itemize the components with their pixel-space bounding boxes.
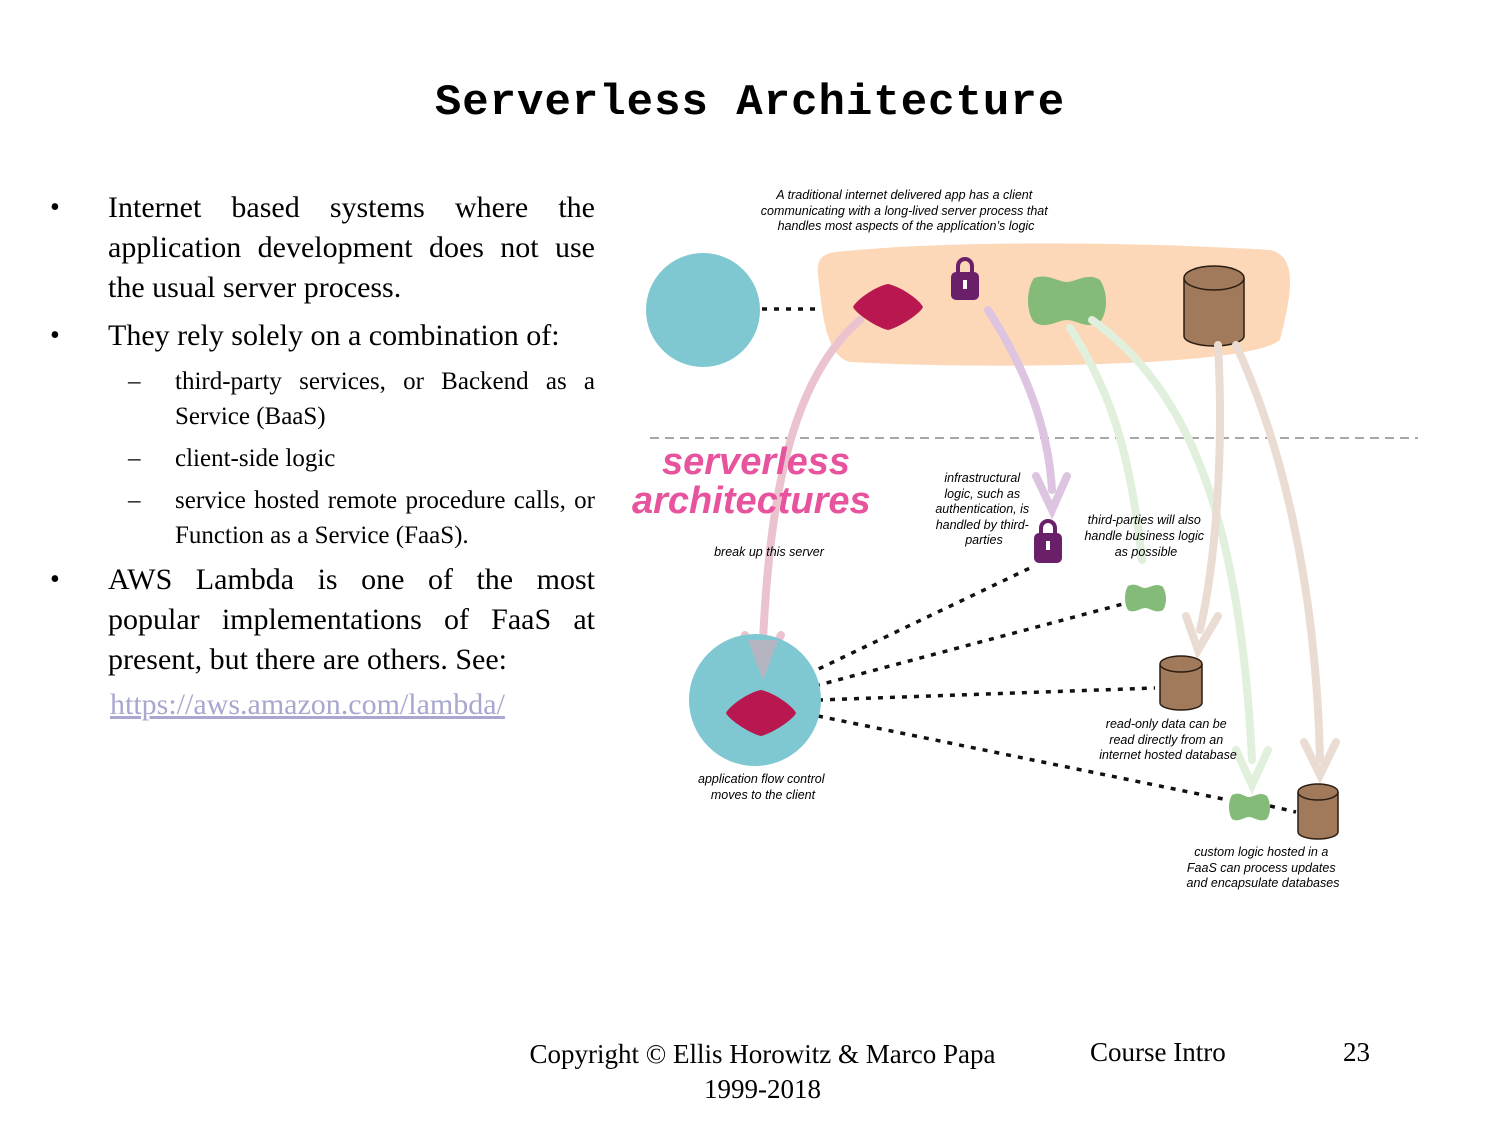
copyright-years: 1999-2018 [704, 1074, 821, 1104]
serverless-diagram: A traditional internet delivered app has… [632, 188, 1418, 890]
faas-logic-blob [1229, 793, 1270, 821]
client-arrow-tip [748, 640, 778, 680]
top-note-line: communicating with a long-lived server p… [761, 204, 1048, 218]
sub-bullet-text: third-party services, or Backend as a Se… [175, 368, 595, 430]
infra-note-line: authentication, is [935, 502, 1029, 516]
business-logic-blob [1125, 584, 1166, 612]
readonly-note-line: read directly from an [1109, 733, 1223, 747]
connection-line [1269, 804, 1297, 814]
third-party-note-line: third-parties will also [1088, 513, 1201, 527]
aws-lambda-link[interactable]: https://aws.amazon.com/lambda/ [110, 688, 505, 721]
infra-note-line: handled by third- [936, 518, 1029, 532]
db-to-faas-db-arrow [1232, 341, 1324, 764]
database-icon [1183, 265, 1245, 347]
lock-icon [951, 257, 979, 300]
sub-bullet-list: – third-party services, or Backend as a … [50, 364, 595, 553]
infra-note: infrastructural logic, such as authentic… [935, 471, 1032, 547]
connection-line [817, 686, 1156, 702]
database-icon [1159, 655, 1203, 711]
db-to-readonly-arrow [1196, 341, 1224, 634]
client-circle [646, 253, 760, 367]
connection-line [807, 566, 1031, 676]
lock-icon [1034, 519, 1062, 563]
third-party-note-line: handle business logic [1084, 529, 1204, 543]
footer-course: Course Intro [1090, 1037, 1226, 1067]
bullet-item: • Internet based systems where the appli… [50, 188, 595, 308]
lock-arrow-head [1032, 472, 1071, 520]
green-to-third-party-arrow [1066, 324, 1146, 564]
third-party-note: third-parties will also handle business … [1084, 513, 1207, 559]
heading-line: architectures [632, 480, 871, 522]
business-logic-blob [1028, 276, 1106, 326]
logic-diamond [726, 690, 796, 736]
top-note-line: A traditional internet delivered app has… [775, 188, 1032, 202]
green-to-faas-arrow [1088, 316, 1256, 764]
logic-diamond [853, 284, 923, 330]
bullet-marker: • [50, 564, 60, 595]
break-note: break up this server [714, 545, 825, 559]
infra-note-line: parties [964, 533, 1003, 547]
connection-line [814, 602, 1124, 688]
sub-bullet-item: – third-party services, or Backend as a … [50, 364, 595, 434]
faas-db-arrow-head [1300, 738, 1340, 785]
bullet-item: • AWS Lambda is one of the most popular … [50, 560, 595, 680]
sub-bullet-text: client-side logic [175, 445, 336, 472]
sub-bullet-item: – client-side logic [50, 441, 595, 476]
dash-marker: – [128, 368, 141, 395]
readonly-note: read-only data can be read directly from… [1099, 717, 1237, 762]
bullet-marker: • [50, 320, 60, 351]
faas-note-line: custom logic hosted in a [1194, 845, 1328, 859]
bullet-text: They rely solely on a combination of: [108, 319, 560, 352]
flow-note: application flow control moves to the cl… [698, 772, 828, 802]
flow-note-line: moves to the client [711, 788, 816, 802]
migration-arrows [741, 306, 1340, 795]
readonly-arrow-head [1182, 612, 1222, 660]
bullet-marker: • [50, 192, 60, 223]
lock-to-third-party-arrow [984, 306, 1056, 494]
slide-title: Serverless Architecture [434, 78, 1066, 128]
database-icon [1297, 783, 1339, 840]
footer-copyright: Copyright © Ellis Horowitz & Marco Papa … [490, 1037, 1035, 1107]
dash-marker: – [128, 487, 141, 514]
readonly-note-line: read-only data can be [1106, 717, 1227, 731]
sub-bullet-item: – service hosted remote procedure calls,… [50, 483, 595, 553]
dash-marker: – [128, 445, 141, 472]
heading-line: serverless [662, 441, 850, 483]
faas-note-line: and encapsulate databases [1187, 876, 1340, 890]
client-connections [807, 566, 1297, 814]
sub-bullet-text: service hosted remote procedure calls, o… [175, 487, 595, 549]
faas-arrow-head [1232, 746, 1272, 795]
page-number: 23 [1343, 1037, 1370, 1067]
copyright-line: Copyright © Ellis Horowitz & Marco Papa [529, 1039, 996, 1069]
bullet-text: Internet based systems where the applica… [108, 191, 595, 304]
bullet-text: AWS Lambda is one of the most popular im… [108, 563, 595, 676]
faas-note: custom logic hosted in a FaaS can proces… [1187, 845, 1340, 890]
logic-to-client-arrow [759, 316, 864, 644]
serverless-heading: serverless architectures [632, 441, 871, 522]
top-note: A traditional internet delivered app has… [761, 188, 1051, 233]
faas-note-line: FaaS can process updates [1187, 861, 1336, 875]
connection-line [817, 714, 1229, 802]
flow-note-line: application flow control [698, 772, 826, 786]
bullet-list: • Internet based systems where the appli… [50, 188, 595, 722]
infra-note-line: infrastructural [944, 471, 1021, 485]
readonly-note-line: internet hosted database [1099, 748, 1237, 762]
top-note-line: handles most aspects of the application’… [778, 219, 1036, 233]
infra-note-line: logic, such as [944, 487, 1020, 501]
third-party-note-line: as possible [1115, 545, 1178, 559]
bullet-item: • They rely solely on a combination of: [50, 316, 595, 356]
